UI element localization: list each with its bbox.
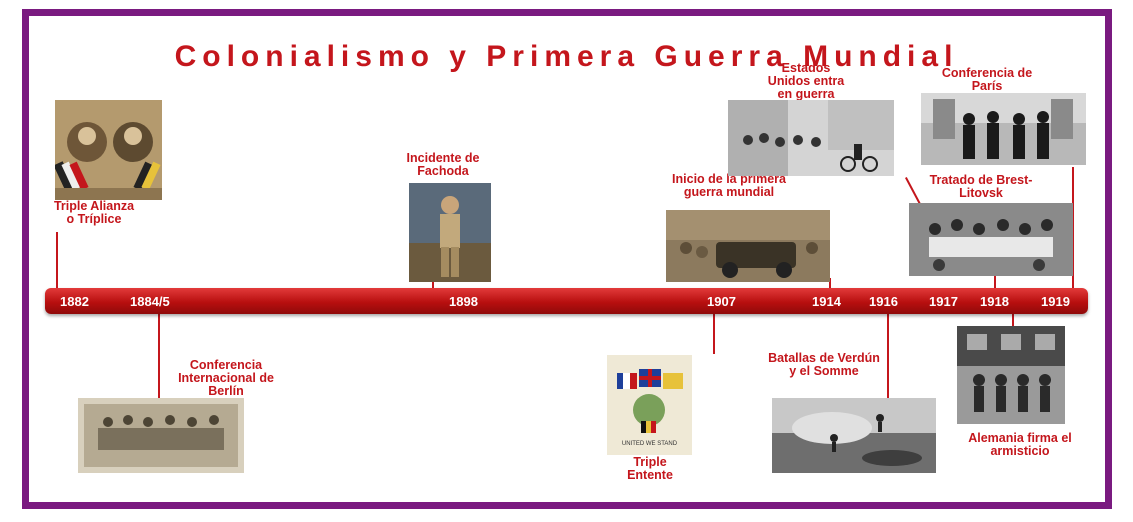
estados-unidos-image bbox=[728, 100, 894, 176]
triple-alianza-image bbox=[55, 100, 162, 200]
year-1914: 1914 bbox=[812, 294, 841, 309]
fachoda-image bbox=[409, 183, 491, 282]
timeline-bar bbox=[45, 288, 1088, 314]
year-1916: 1916 bbox=[869, 294, 898, 309]
event-inicio-guerra: Inicio de la primera guerra mundial bbox=[672, 172, 786, 199]
connector-1907 bbox=[713, 312, 715, 354]
year-1907: 1907 bbox=[707, 294, 736, 309]
conferencia-paris-image bbox=[921, 93, 1086, 165]
year-1917: 1917 bbox=[929, 294, 958, 309]
event-brest-litovsk: Tratado de Brest-Litovsk bbox=[929, 173, 1033, 200]
page-title: Colonialismo y Primera Guerra Mundial bbox=[174, 40, 959, 73]
conferencia-berlin-image bbox=[78, 398, 244, 473]
event-fachoda: Incidente de Fachoda bbox=[406, 151, 480, 178]
event-armisticio: Alemania firma el armisticio bbox=[968, 431, 1072, 458]
event-triple-entente: Triple Entente bbox=[627, 455, 673, 482]
event-verdun-somme: Batallas de Verdún y el Somme bbox=[768, 351, 880, 378]
year-1882: 1882 bbox=[60, 294, 89, 309]
connector-1914 bbox=[829, 278, 831, 290]
connector-1916 bbox=[887, 312, 889, 404]
brest-litovsk-image bbox=[909, 203, 1073, 276]
year-1919: 1919 bbox=[1041, 294, 1070, 309]
event-triple-alianza: Triple Alianza o Tríplice bbox=[53, 199, 135, 226]
connector-1918 bbox=[1012, 312, 1014, 326]
connector-1919 bbox=[1072, 167, 1074, 290]
year-1918: 1918 bbox=[980, 294, 1009, 309]
connector-1884 bbox=[158, 312, 160, 402]
year-1884: 1884/5 bbox=[130, 294, 170, 309]
armisticio-image bbox=[957, 326, 1065, 424]
connector-1918-top bbox=[994, 276, 996, 290]
triple-entente-poster: UNITED WE STAND bbox=[607, 355, 692, 455]
event-conferencia-berlin: Conferencia Internacional de Berlín bbox=[178, 358, 274, 398]
connector-1898 bbox=[432, 280, 434, 290]
verdun-image bbox=[772, 398, 936, 473]
inicio-guerra-image bbox=[666, 210, 830, 282]
poster-text: UNITED WE STAND bbox=[622, 441, 678, 447]
event-conferencia-paris: Conferencia de París bbox=[941, 66, 1033, 93]
connector-1882 bbox=[56, 232, 58, 290]
year-1898: 1898 bbox=[449, 294, 478, 309]
event-estados-unidos: Estados Unidos entra en guerra bbox=[767, 61, 845, 101]
